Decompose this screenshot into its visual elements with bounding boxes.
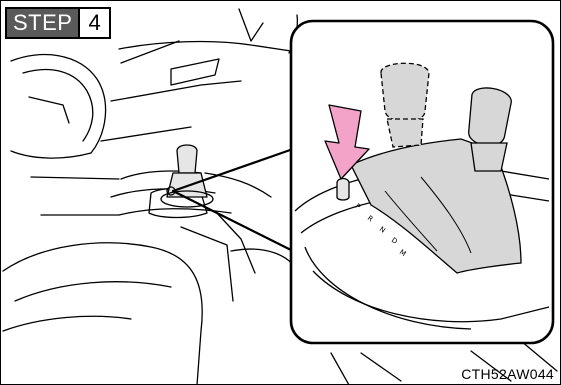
dashboard [101,9,297,141]
figure-code: CTH52AW044 [461,366,554,382]
step-badge: STEP 4 [5,7,111,39]
step-number: 4 [78,9,108,37]
steering-wheel [11,55,106,159]
inset-panel: P R N D M [291,21,553,343]
step-word: STEP [7,9,78,37]
shift-lock-release-button [337,179,349,201]
